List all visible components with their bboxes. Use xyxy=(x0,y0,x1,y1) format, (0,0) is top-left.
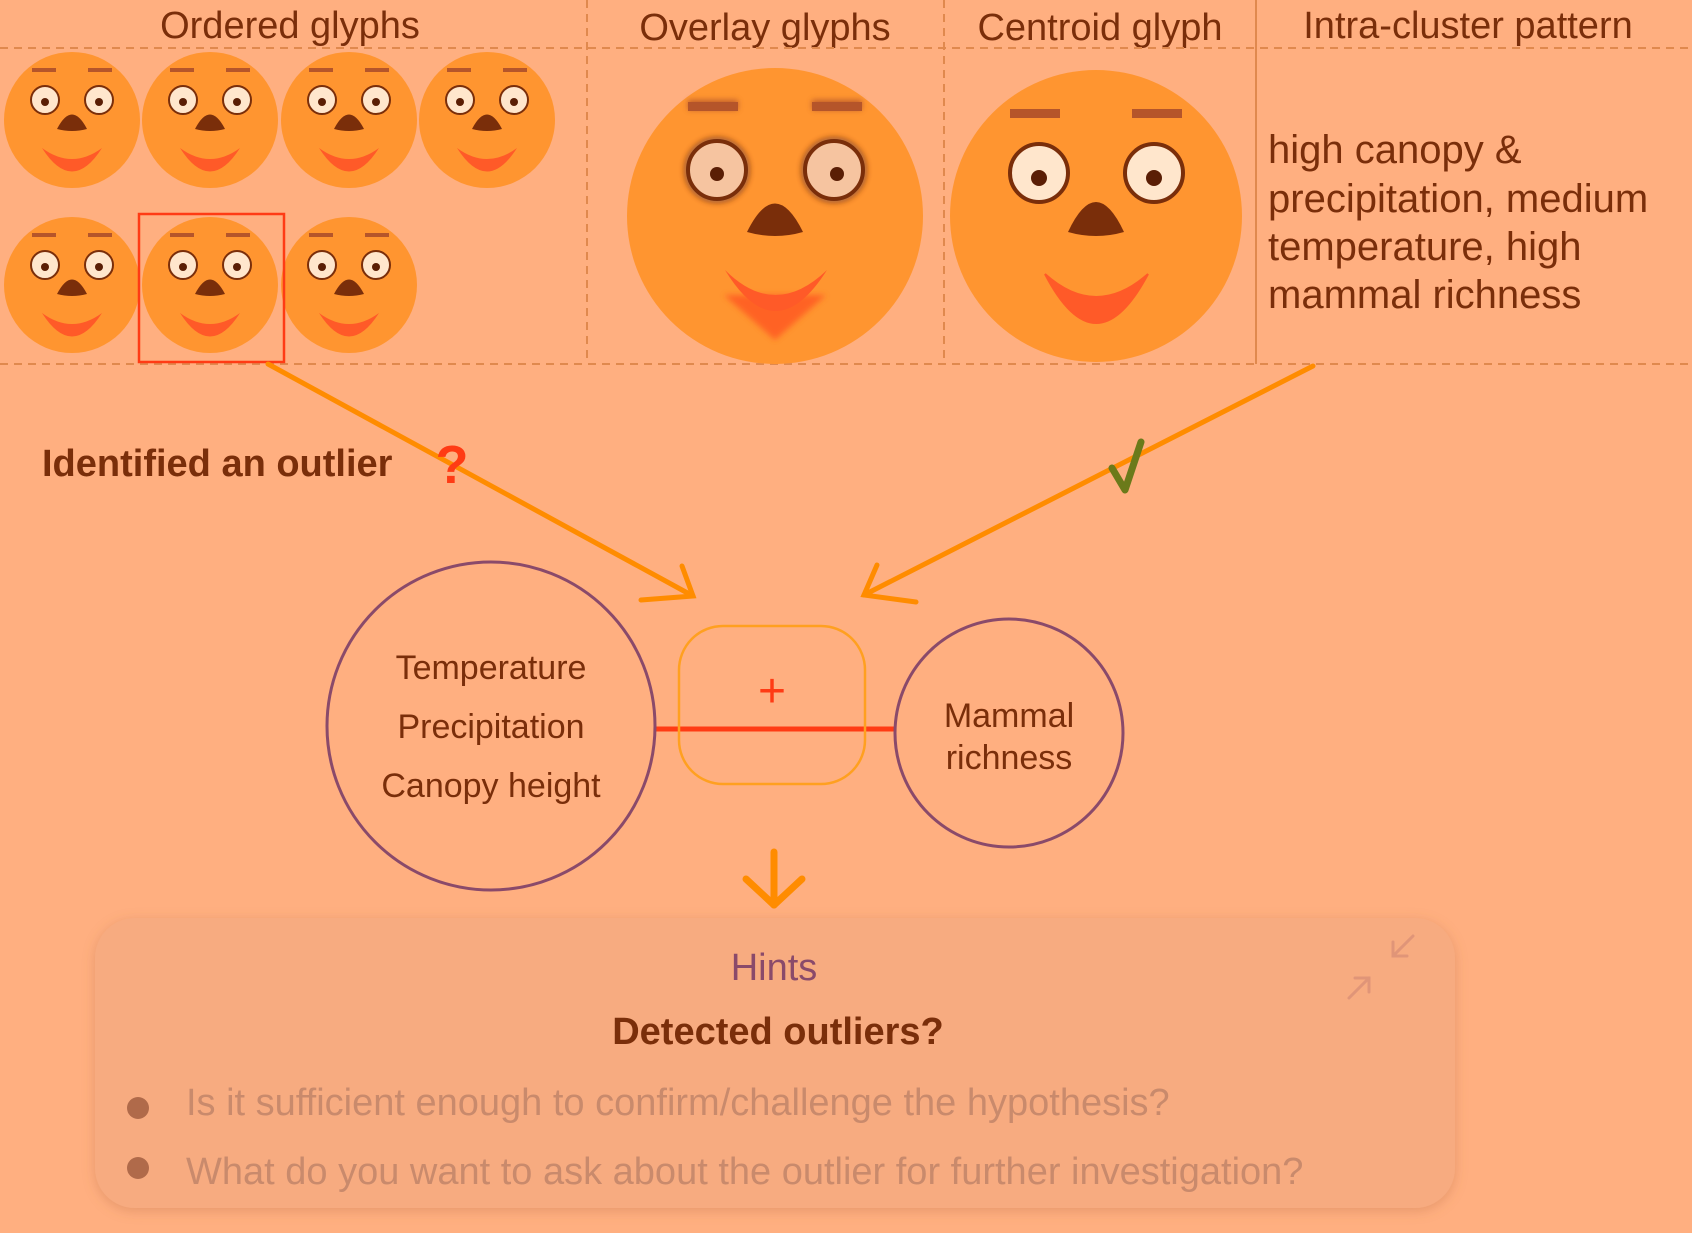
ordered-glyph-face[interactable] xyxy=(4,217,140,353)
hint-item-1: Is it sufficient enough to confirm/chall… xyxy=(186,1082,1170,1124)
centroid-glyph xyxy=(950,70,1242,362)
ordered-glyph-face[interactable] xyxy=(4,52,140,188)
ordered-glyph-face[interactable] xyxy=(142,52,278,188)
ordered-glyph-face[interactable] xyxy=(419,52,555,188)
ordered-glyph-face[interactable] xyxy=(281,217,417,353)
overlay-glyph xyxy=(627,68,923,364)
pattern-line-1: high canopy & xyxy=(1268,128,1522,172)
header-intra-cluster-pattern: Intra-cluster pattern xyxy=(1303,5,1632,47)
response-variable-circle: Mammal richness xyxy=(893,617,1125,849)
pattern-line-2: precipitation, medium xyxy=(1268,177,1648,221)
predictor-variables-circle: Temperature Precipitation Canopy height xyxy=(325,560,657,892)
hint-bullet-1 xyxy=(127,1097,149,1119)
hints-panel: Hints Detected outliers? Is it sufficien… xyxy=(95,918,1455,1208)
table-grid xyxy=(0,0,1692,365)
down-arrow-icon xyxy=(742,848,806,909)
pattern-line-4: mammal richness xyxy=(1268,273,1581,317)
left-arrow xyxy=(265,361,697,603)
response-mammal: Mammal xyxy=(944,697,1074,735)
ordered-glyph-face[interactable] xyxy=(142,217,278,353)
right-arrow xyxy=(860,363,1316,605)
response-richness: richness xyxy=(946,739,1073,777)
predictor-temperature: Temperature xyxy=(396,649,587,687)
hints-title: Hints xyxy=(731,947,818,989)
ordered-glyph-face[interactable] xyxy=(281,52,417,188)
header-ordered-glyphs: Ordered glyphs xyxy=(160,5,420,47)
predictor-canopy-height: Canopy height xyxy=(381,767,601,805)
plus-icon: + xyxy=(758,665,786,718)
ordered-glyphs-grid xyxy=(4,52,555,353)
outlier-highlight-box[interactable] xyxy=(137,212,286,364)
header-centroid-glyph: Centroid glyph xyxy=(977,7,1222,49)
collapse-arrows-icon[interactable] xyxy=(1347,934,1415,1000)
check-mark-icon xyxy=(1108,438,1145,494)
hints-subtitle: Detected outliers? xyxy=(612,1011,944,1053)
header-overlay-glyphs: Overlay glyphs xyxy=(639,7,890,49)
combine-box: + xyxy=(677,624,867,786)
hint-item-2: What do you want to ask about the outlie… xyxy=(186,1151,1303,1193)
pattern-line-3: temperature, high xyxy=(1268,225,1582,269)
predictor-precipitation: Precipitation xyxy=(397,708,584,746)
question-mark-icon: ? xyxy=(436,435,469,495)
outlier-label: Identified an outlier xyxy=(42,443,393,485)
hint-bullet-2 xyxy=(127,1157,149,1179)
